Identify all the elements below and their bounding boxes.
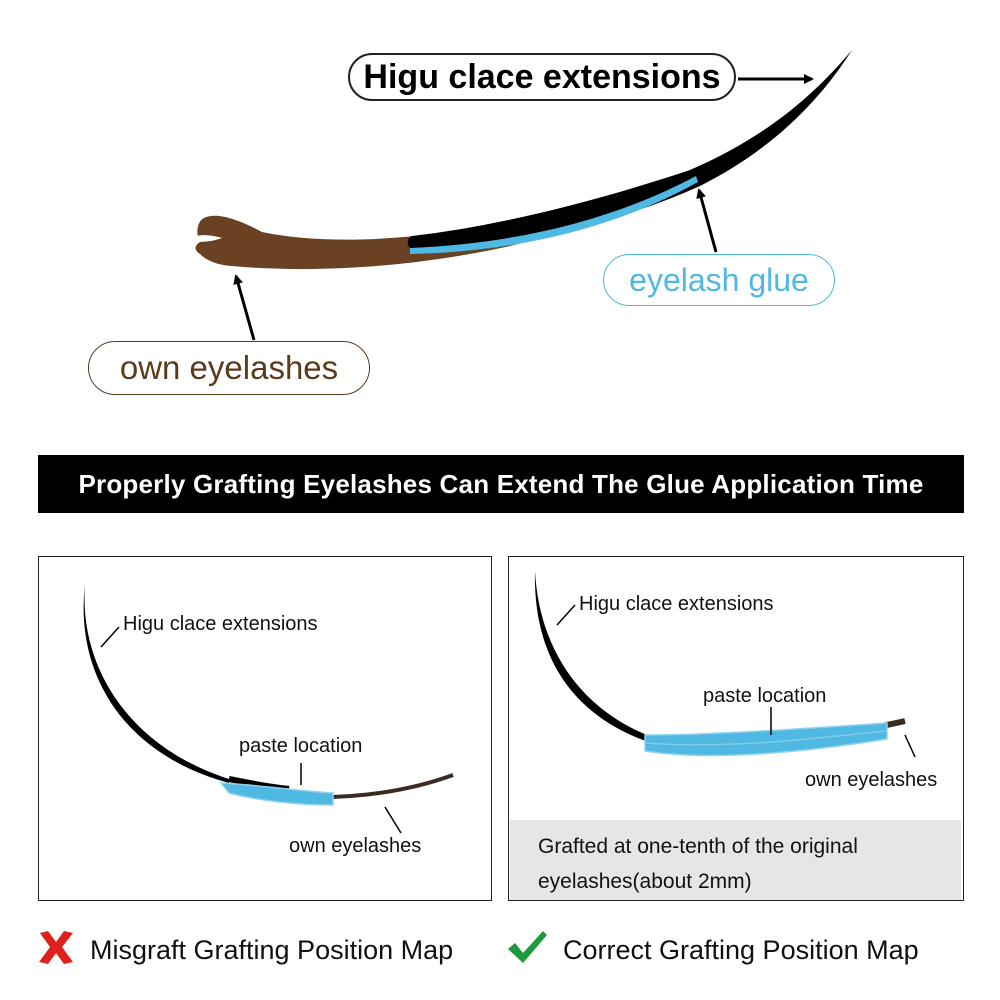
correct-paste-label: paste location (703, 685, 827, 707)
eyelash-glue-label: eyelash glue (603, 254, 835, 306)
correct-panel: Higu clace extensions paste location own… (508, 556, 964, 901)
red-x-icon (36, 927, 76, 974)
paste-block (644, 722, 888, 757)
misgraft-extensions-label: Higu clace extensions (123, 613, 318, 635)
misgraft-paste-label: paste location (239, 735, 363, 757)
correct-legend-label: Correct Grafting Position Map (563, 934, 919, 965)
own-eyelash-body (195, 176, 700, 270)
correct-legend: Correct Grafting Position Map (505, 925, 919, 975)
grafting-note-line2: eyelashes(about 2mm) (538, 870, 752, 893)
grafting-note: Grafted at one-tenth of the original eye… (510, 820, 961, 900)
misgraft-panel: Higu clace extensions paste location own… (38, 556, 492, 901)
arrow-to-glue (696, 188, 718, 253)
misgraft-legend: Misgraft Grafting Position Map (36, 925, 453, 975)
top-illustration (195, 50, 852, 341)
green-check-icon (505, 927, 549, 974)
extensions-label: Higu clace extensions (348, 53, 736, 101)
own-eyelashes-label: own eyelashes (88, 341, 370, 395)
paste-block (219, 782, 334, 806)
misgraft-own-label: own eyelashes (289, 835, 422, 857)
misgraft-legend-label: Misgraft Grafting Position Map (90, 934, 454, 965)
correct-extensions-label: Higu clace extensions (579, 593, 774, 615)
correct-diagram (534, 571, 916, 758)
arrow-to-own-lash (233, 274, 256, 341)
correct-own-label: own eyelashes (805, 769, 938, 791)
misgraft-diagram (83, 585, 454, 834)
grafting-note-line1: Grafted at one-tenth of the original (538, 835, 858, 858)
banner-title: Properly Grafting Eyelashes Can Extend T… (38, 455, 964, 513)
